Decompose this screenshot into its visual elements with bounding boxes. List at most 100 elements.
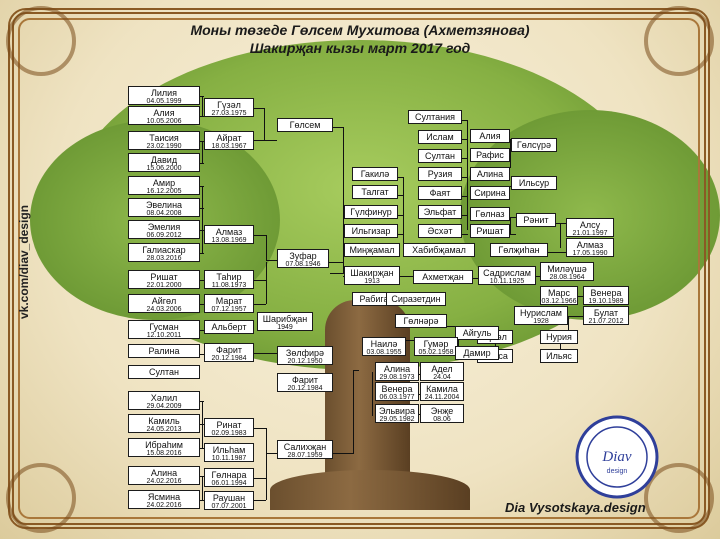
connector-line	[200, 280, 204, 281]
person-name: Ришат	[150, 272, 178, 282]
connector-line	[353, 370, 354, 454]
person-date: 12.10.2011	[146, 332, 182, 339]
person-name: Гөлсүрә	[516, 140, 552, 150]
corner-ornament	[6, 463, 76, 533]
side-url: vk.com/diav_design	[14, 150, 34, 380]
person-name: Энҗе	[430, 406, 454, 416]
connector-line	[202, 186, 203, 253]
connector-line	[398, 234, 404, 235]
connector-line	[254, 235, 266, 236]
person-date: 20.12.1984	[287, 385, 323, 392]
person-name: Фарит	[291, 375, 318, 385]
person-box-ilyas: Ильяс	[540, 349, 578, 363]
connector-line	[254, 304, 266, 305]
connector-line	[254, 500, 266, 501]
connector-line	[200, 253, 204, 254]
person-date: 10.11.1925	[489, 278, 525, 285]
person-name: Ралина	[148, 346, 180, 356]
person-date: 07.12.1957	[211, 306, 247, 313]
person-date: 29.04.2009	[146, 403, 182, 410]
connector-line	[462, 234, 468, 235]
person-box-gakile: Гакилә	[352, 167, 398, 181]
person-name: Галиаскар	[142, 245, 186, 255]
person-name: Дамир	[463, 348, 491, 358]
person-name: Гүлфинур	[350, 207, 392, 217]
logo-sub: design	[607, 468, 628, 475]
person-name: Садрислам	[483, 268, 531, 278]
person-name: Венера	[381, 384, 413, 394]
person-name: Айгөл	[151, 296, 177, 306]
person-name: Раушан	[212, 493, 246, 503]
connector-line	[462, 120, 468, 121]
person-date: 24.02.2016	[146, 502, 182, 509]
person-date: 1913	[364, 278, 380, 285]
person-name: Ильһам	[212, 445, 246, 455]
connector-line	[266, 453, 267, 500]
person-name: Камила	[426, 384, 458, 394]
person-box-rishat2: Ришат	[470, 224, 510, 238]
person-name: Гөлнәрә	[403, 316, 439, 326]
connector-line	[440, 326, 455, 327]
person-date: 21.07.2012	[588, 318, 624, 325]
person-name: Айрат	[216, 133, 242, 143]
person-box-ralina: Ралина	[128, 344, 200, 358]
person-box-sirazetdin: Сиразетдин	[386, 292, 446, 306]
person-name: Таһир	[216, 272, 242, 282]
person-name: Марс	[547, 288, 571, 298]
connector-line	[200, 500, 204, 501]
person-name: Наилә	[370, 339, 398, 349]
person-name: Алина	[476, 169, 504, 179]
person-date: 27.03.1975	[211, 110, 247, 117]
person-box-islam: Ислам	[418, 130, 462, 144]
person-name: Гумәр	[423, 339, 449, 349]
side-url-text: vk.com/diav_design	[17, 204, 31, 320]
person-date: 28.03.2016	[146, 255, 182, 262]
person-name: Гөлҗиһан	[498, 245, 540, 255]
person-date: 06.03.1977	[379, 394, 415, 401]
person-box-alina2: Алина	[470, 167, 510, 181]
person-name: Гөлсем	[289, 120, 321, 130]
connector-line	[510, 139, 511, 168]
person-box-ruziya: Рузия	[418, 167, 462, 181]
connector-line	[254, 478, 266, 479]
person-date: 1949	[277, 324, 293, 331]
person-date: 07.07.2001	[211, 503, 247, 510]
connector-line	[254, 108, 264, 109]
person-name: Ясмина	[147, 492, 181, 502]
connector-line	[398, 195, 404, 196]
person-date: 24.03.2006	[146, 306, 182, 313]
connector-line	[264, 108, 265, 140]
connector-line	[403, 234, 404, 248]
connector-line	[510, 217, 511, 234]
person-name: Гөлнара	[211, 470, 247, 480]
connector-line	[462, 196, 468, 197]
person-name: Эвелина	[145, 200, 183, 210]
connector-line	[329, 262, 343, 263]
person-name: Сирина	[474, 188, 506, 198]
person-box-gulsem: Гөлсем	[277, 118, 333, 132]
person-date: 08.06	[433, 416, 451, 423]
person-date: 24.11.2004	[424, 394, 460, 401]
person-box-albert: Альберт	[204, 320, 254, 334]
connector-line	[462, 139, 468, 140]
connector-line	[202, 141, 203, 163]
person-box-aliya2: Алия	[470, 129, 510, 143]
person-box-talgat: Талгат	[352, 185, 398, 199]
